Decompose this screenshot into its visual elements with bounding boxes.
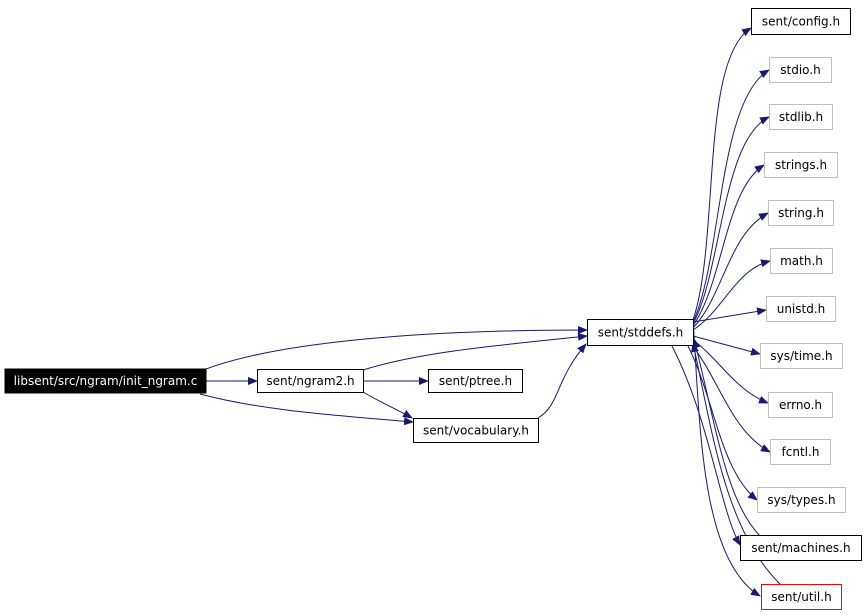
- node-label: sent/config.h: [762, 15, 840, 29]
- node-label: sent/machines.h: [751, 541, 850, 555]
- edge-stddefs-systime: [692, 335, 761, 356]
- node-machines-h[interactable]: sent/machines.h: [740, 535, 862, 561]
- node-label: math.h: [780, 254, 823, 268]
- node-label: stdlib.h: [779, 110, 823, 124]
- node-fcntl-h[interactable]: fcntl.h: [770, 439, 831, 465]
- edge-ngram2-vocabulary: [362, 391, 413, 419]
- node-init-ngram-c[interactable]: libsent/src/ngram/init_ngram.c: [4, 368, 207, 394]
- node-sys-time-h[interactable]: sys/time.h: [760, 343, 843, 369]
- node-label: errno.h: [779, 398, 822, 412]
- node-string-h[interactable]: string.h: [768, 200, 834, 226]
- edge-stddefs-math: [692, 259, 771, 331]
- node-label: sys/time.h: [770, 349, 832, 363]
- nodes: libsent/src/ngram/init_ngram.c sent/ngra…: [4, 8, 862, 610]
- node-label: strings.h: [775, 158, 827, 172]
- edge-root-vocabulary: [199, 393, 414, 426]
- node-ptree-h[interactable]: sent/ptree.h: [428, 369, 523, 393]
- node-vocabulary-h[interactable]: sent/vocabulary.h: [413, 418, 539, 443]
- edge-stddefs-fcntl: [690, 343, 771, 453]
- node-config-h[interactable]: sent/config.h: [751, 8, 851, 35]
- node-ngram2-h[interactable]: sent/ngram2.h: [257, 369, 364, 393]
- node-stdlib-h[interactable]: stdlib.h: [769, 104, 833, 130]
- node-label: sent/ptree.h: [439, 374, 512, 388]
- edge-stddefs-stdio: [692, 69, 770, 323]
- edge-stddefs-string: [692, 212, 769, 329]
- edge-stddefs-systypes: [687, 345, 758, 501]
- node-unistd-h[interactable]: unistd.h: [766, 296, 836, 322]
- node-label: sent/util.h: [771, 590, 831, 604]
- edge-stddefs-stdlib: [692, 116, 770, 325]
- node-sys-types-h[interactable]: sys/types.h: [757, 487, 846, 513]
- node-errno-h[interactable]: errno.h: [768, 392, 833, 418]
- node-label: fcntl.h: [782, 445, 820, 459]
- node-label: unistd.h: [777, 302, 826, 316]
- node-math-h[interactable]: math.h: [770, 248, 833, 274]
- node-label: stdio.h: [780, 63, 820, 77]
- node-label: sent/stddefs.h: [598, 326, 683, 340]
- node-label: libsent/src/ngram/init_ngram.c: [14, 374, 198, 388]
- edge-stddefs-errno: [692, 339, 769, 404]
- edge-stddefs-config: [692, 27, 752, 321]
- edge-stddefs-unistd: [692, 307, 767, 323]
- node-stddefs-h[interactable]: sent/stddefs.h: [587, 319, 694, 346]
- node-label: sent/ngram2.h: [266, 374, 354, 388]
- node-util-h[interactable]: sent/util.h: [761, 584, 842, 610]
- node-label: sys/types.h: [767, 493, 835, 507]
- edge-stddefs-util: [692, 319, 761, 597]
- node-label: string.h: [778, 206, 824, 220]
- edge-stddefs-machines: [671, 345, 741, 546]
- node-strings-h[interactable]: strings.h: [764, 152, 838, 178]
- edge-machines-stddefs: [692, 338, 761, 537]
- edge-ngram2-stddefs: [362, 332, 588, 371]
- edges: [199, 27, 781, 597]
- edge-stddefs-strings: [692, 164, 765, 327]
- edge-root-stddefs: [205, 326, 588, 370]
- edge-vocabulary-stddefs: [537, 343, 587, 419]
- edge-util-stddefs: [691, 342, 781, 585]
- node-label: sent/vocabulary.h: [423, 424, 529, 438]
- node-stdio-h[interactable]: stdio.h: [769, 57, 832, 83]
